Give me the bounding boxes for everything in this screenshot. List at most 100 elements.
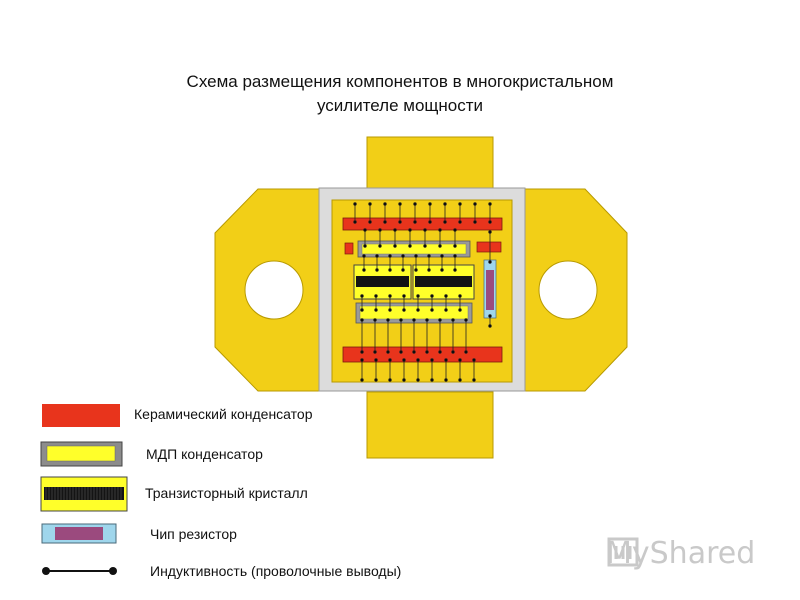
watermark-logo-icon [607,537,639,567]
bond-wire-end [414,268,418,272]
bond-wire-end [401,254,405,258]
bond-wire-end [378,244,382,248]
bond-wire-end [416,378,420,382]
legend-ceramic-symbol [42,404,120,427]
transistor-crystal-right-gate [415,276,472,287]
bond-wire-end [360,358,364,362]
title-line-1: Схема размещения компонентов в многокрис… [186,72,614,91]
bond-wire-end [386,318,390,322]
legend-inductance-end-left [42,567,50,575]
bond-wire-end [472,378,476,382]
right-mounting-hole [538,260,598,320]
bond-wire-end [444,308,448,312]
bond-wire-end [416,308,420,312]
bond-wire-end [458,308,462,312]
bond-wire-end [453,244,457,248]
bond-wire-end [443,220,447,224]
watermark-text: MyShared [606,536,756,571]
bond-wire-end [414,254,418,258]
bond-wire-end [388,268,392,272]
bond-wire-end [375,268,379,272]
bond-wire-end [393,244,397,248]
legend-label-inductance: Индуктивность (проволочные выводы) [150,563,402,579]
bond-wire-end [453,228,457,232]
bond-wires [353,202,492,382]
chip-resistor-film [486,270,494,310]
bond-wire-end [438,318,442,322]
bond-wire-end [388,254,392,258]
bond-wire-end [383,220,387,224]
legend-resistor-film [55,527,103,540]
bond-wire-end [430,308,434,312]
diagram-title: Схема размещения компонентов в многокрис… [120,70,680,118]
bond-wire-end [375,254,379,258]
bond-wire-end [488,324,492,328]
bond-wire-end [402,358,406,362]
bond-wire-end [353,202,357,206]
bond-wire-end [413,220,417,224]
bond-wire-end [488,260,492,264]
bond-wire-end [363,228,367,232]
bond-wire-end [488,314,492,318]
bond-wire-end [373,350,377,354]
bond-wire-end [388,294,392,298]
bond-wire-end [425,350,429,354]
bond-wire-end [458,220,462,224]
ceramic-capacitor-bottom [342,346,503,363]
bond-wire-end [430,294,434,298]
bond-wire-end [451,318,455,322]
bond-wire-end [393,228,397,232]
bond-wire-end [388,378,392,382]
bond-wire-end [402,378,406,382]
bond-wire-end [451,350,455,354]
bond-wire-end [473,220,477,224]
bond-wire-end [430,358,434,362]
bond-wire-end [444,378,448,382]
bond-wire-end [473,202,477,206]
bond-wire-end [362,254,366,258]
bond-wire-end [368,202,372,206]
bond-wire-end [438,350,442,354]
bond-wire-end [398,202,402,206]
bond-wire-end [363,244,367,248]
bond-wire-end [353,220,357,224]
bond-wire-end [438,244,442,248]
bond-wire-end [360,318,364,322]
bond-wire-end [399,350,403,354]
legend-mdp-symbol [46,445,116,462]
bond-wire-end [374,358,378,362]
bond-wire-end [360,350,364,354]
bond-wire-end [374,294,378,298]
bond-wire-end [374,378,378,382]
bottom-lead [366,391,494,459]
bond-wire-end [401,268,405,272]
bond-wire-end [412,318,416,322]
bond-wire-end [374,308,378,312]
bond-wire-end [488,230,492,234]
bond-wire-end [362,268,366,272]
top-lead [366,136,494,193]
bond-wire-end [413,202,417,206]
mdp-capacitor-upper [361,243,467,255]
bond-wire-end [440,254,444,258]
ceramic-capacitor-top [342,217,503,231]
bond-wire-end [453,268,457,272]
bond-wire-end [453,254,457,258]
bond-wire-end [416,358,420,362]
bond-wire-end [360,308,364,312]
legend-label-resistor: Чип резистор [150,526,237,542]
small-ceramic-chip-left [344,242,354,255]
bond-wire-end [412,350,416,354]
bond-wire-end [388,308,392,312]
bond-wire-end [472,358,476,362]
bond-wire-end [440,268,444,272]
bond-wire-end [458,378,462,382]
bond-wire-end [464,318,468,322]
bond-wire-end [428,220,432,224]
bond-wire-end [425,318,429,322]
legend-label-mdp: МДП конденсатор [146,446,263,462]
bond-wire-end [408,228,412,232]
legend-inductance-end-right [109,567,117,575]
bond-wire-end [428,202,432,206]
